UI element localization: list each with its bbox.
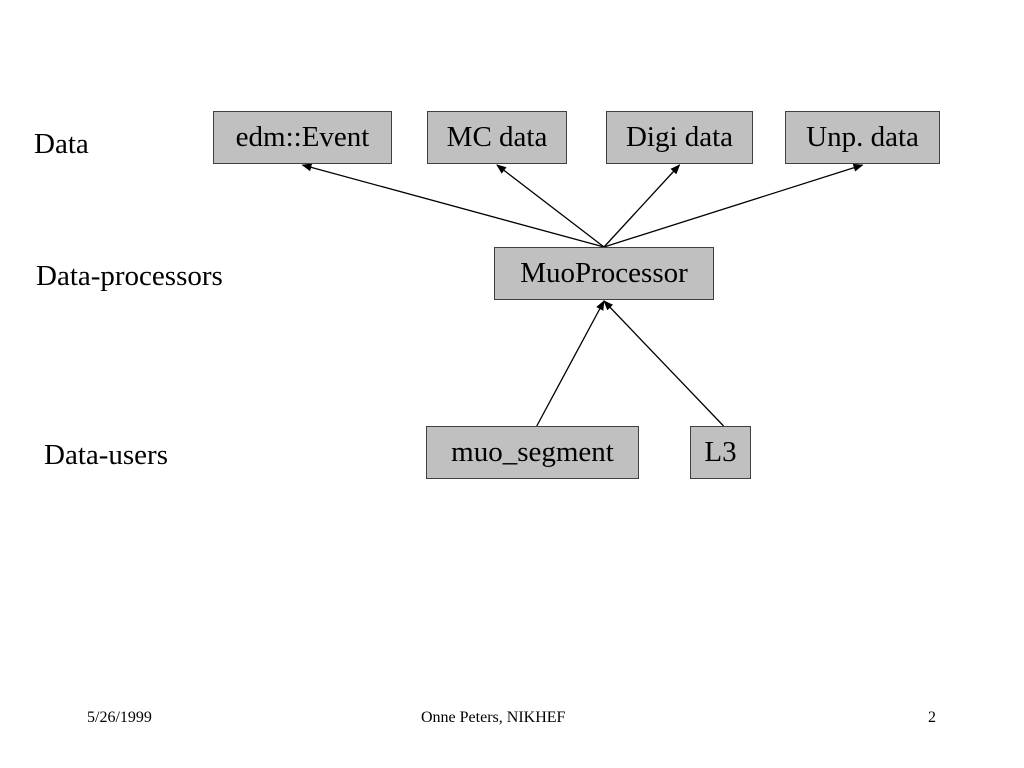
arrow-muo-processor-to-digi-data bbox=[603, 164, 681, 248]
node-unp-data: Unp. data bbox=[785, 111, 940, 164]
row-label-users: Data-users bbox=[44, 439, 169, 471]
node-muo-processor: MuoProcessor bbox=[494, 247, 714, 300]
node-digi-data: Digi data bbox=[606, 111, 753, 164]
footer-date: 5/26/1999 bbox=[87, 709, 152, 726]
arrow-muo-segment-to-muo-processor bbox=[536, 300, 605, 427]
node-mc-data: MC data bbox=[427, 111, 567, 164]
node-edm-event: edm::Event bbox=[213, 111, 392, 164]
arrow-muo-processor-to-mc-data bbox=[496, 164, 605, 248]
node-l3: L3 bbox=[690, 426, 751, 479]
footer-author: Onne Peters, NIKHEF bbox=[421, 709, 566, 726]
row-label-processors: Data-processors bbox=[36, 260, 223, 292]
row-label-data: Data bbox=[34, 128, 89, 160]
node-muo-segment: muo_segment bbox=[426, 426, 639, 479]
arrow-l3-to-muo-processor bbox=[603, 300, 725, 427]
arrow-muo-processor-to-unp-data bbox=[603, 163, 864, 248]
footer-page-number: 2 bbox=[928, 709, 936, 726]
arrow-muo-processor-to-edm-event bbox=[301, 163, 605, 248]
